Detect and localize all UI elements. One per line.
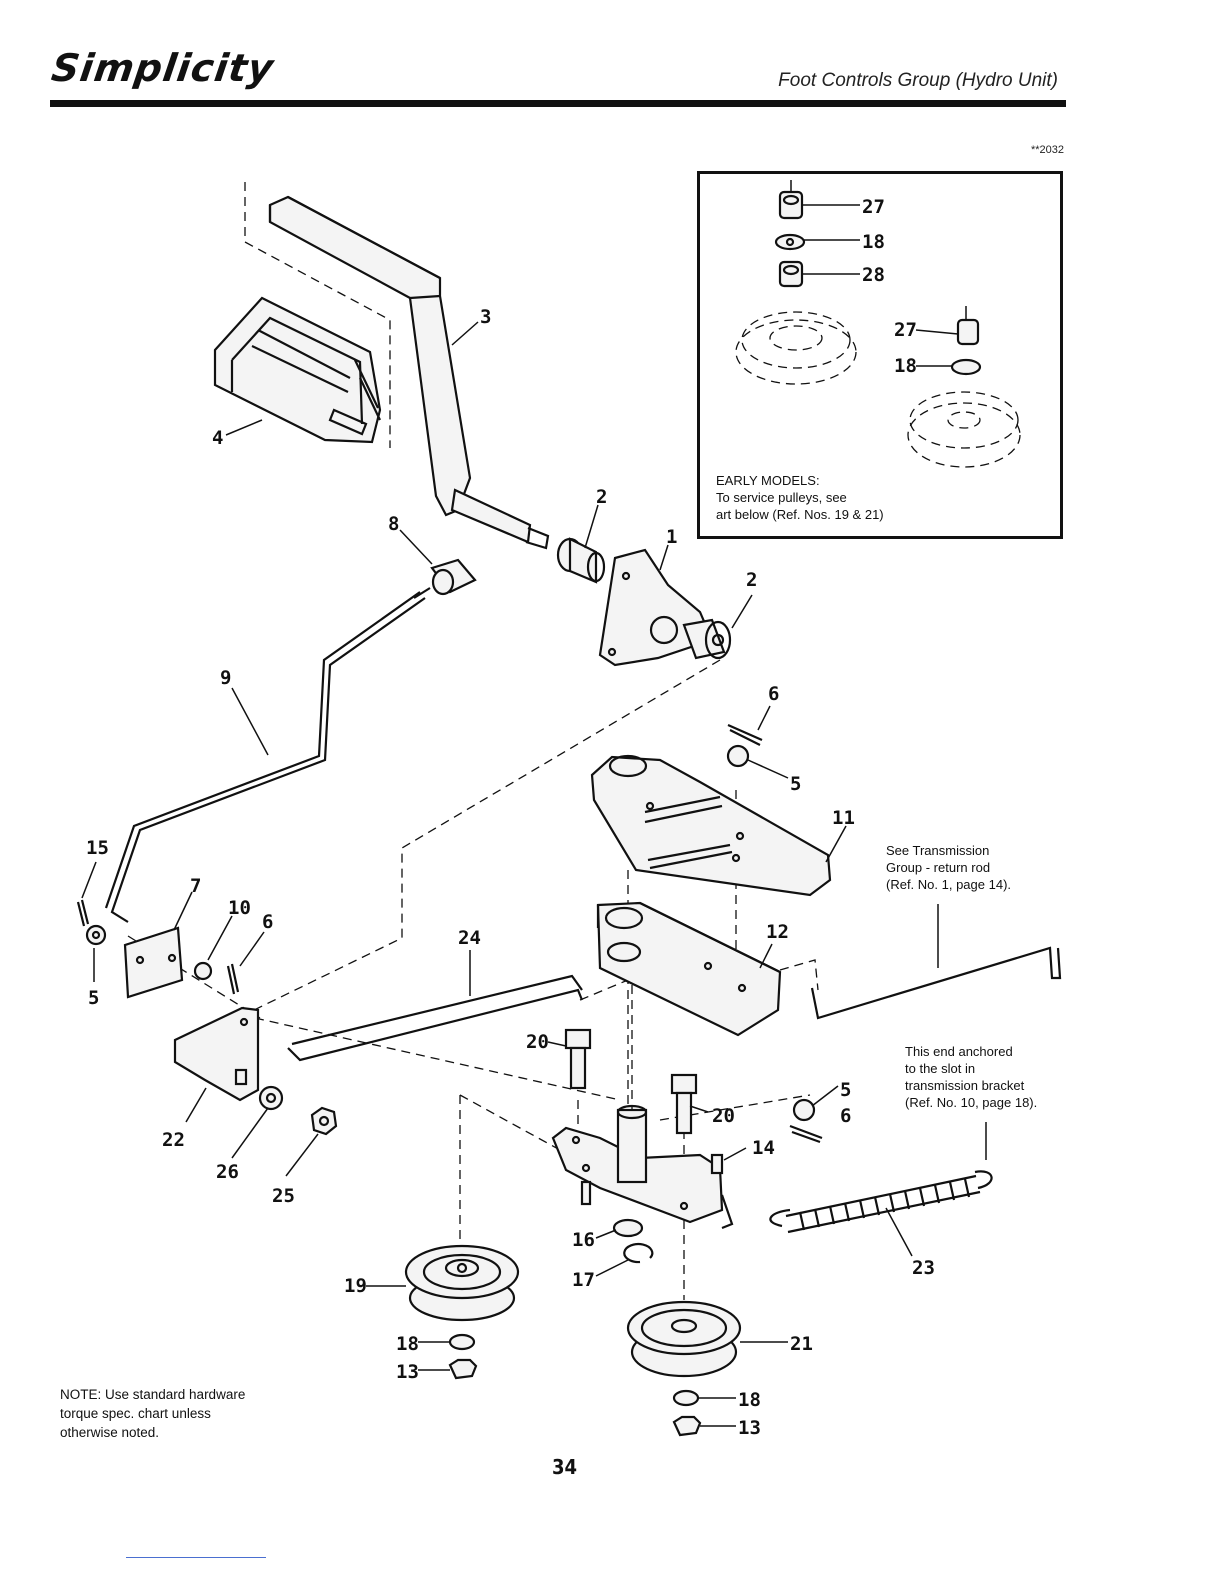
callout-13-left: 13: [396, 1361, 419, 1383]
cotter-pin-part-6-top: [727, 723, 763, 746]
callout-2-lower: 2: [746, 569, 757, 591]
idler-bracket-part-14: [551, 1104, 734, 1230]
washer-part-5-right: [792, 1098, 816, 1122]
inset-parts-drawing: [735, 180, 1021, 468]
pedal-arm-part-3: [268, 195, 550, 550]
transmission-note: See Transmission Group - return rod (Ref…: [886, 842, 1011, 893]
cotter-pin-part-6-left: [226, 963, 240, 995]
knob-part-8: [430, 558, 477, 596]
spring-anchor-note-line-3: transmission bracket: [905, 1078, 1025, 1093]
page-number: 34: [552, 1455, 578, 1479]
link-plate-part-7: [123, 926, 184, 999]
callout-5-left: 5: [88, 987, 99, 1009]
document-code: **2032: [1030, 144, 1064, 156]
callout-20-right: 20: [712, 1105, 735, 1127]
callout-5-right: 5: [840, 1079, 851, 1101]
callout-6-right: 6: [840, 1105, 851, 1127]
cotter-pin-part-15: [76, 899, 90, 927]
bushing-part-2-lower: [682, 618, 732, 660]
bracket-part-22: [173, 1006, 260, 1102]
torque-note-line-1: NOTE: Use standard hardware: [60, 1387, 246, 1402]
callout-3: 3: [480, 306, 491, 328]
footer-link-underline: [126, 1557, 266, 1558]
inset-callout-18-top: 18: [862, 231, 885, 253]
rod-part-24: [287, 974, 584, 1062]
callout-17: 17: [572, 1269, 595, 1291]
torque-note: NOTE: Use standard hardware torque spec.…: [60, 1385, 245, 1442]
nut-part-13-right: [672, 1415, 702, 1437]
foot-pad-part-4: [213, 296, 382, 444]
callout-22: 22: [162, 1129, 185, 1151]
spring-anchor-note-line-1: This end anchored: [905, 1044, 1013, 1059]
callout-6-left: 6: [262, 911, 273, 933]
washer-part-18-left: [448, 1333, 476, 1351]
washer-part-26: [258, 1085, 284, 1111]
header-rule: [50, 100, 1066, 107]
pivot-block-part-12: [596, 901, 782, 1037]
nut-part-13-left: [448, 1358, 478, 1380]
inset-callout-27-top: 27: [862, 196, 885, 218]
callout-18-left: 18: [396, 1333, 419, 1355]
callout-13-right: 13: [738, 1417, 761, 1439]
pulley-part-19: [404, 1244, 520, 1322]
early-models-line-1: To service pulleys, see: [716, 490, 847, 505]
pulley-part-21: [626, 1300, 742, 1378]
callout-25: 25: [272, 1185, 295, 1207]
callout-20-left: 20: [526, 1031, 549, 1053]
bracket-part-11: [590, 754, 832, 897]
bushing-part-2-upper: [556, 537, 606, 584]
spring-anchor-note-line-4: (Ref. No. 10, page 18).: [905, 1095, 1038, 1110]
callout-21: 21: [790, 1333, 813, 1355]
callout-11: 11: [832, 807, 855, 829]
washer-part-18-right: [672, 1389, 700, 1407]
inset-callout-28: 28: [862, 264, 885, 286]
retaining-ring-part-17: [623, 1242, 654, 1264]
leader-lines: [81, 204, 987, 1427]
callout-2-upper: 2: [596, 486, 607, 508]
control-rod-part-9: [104, 587, 431, 923]
callout-5-top: 5: [790, 773, 801, 795]
callout-1: 1: [666, 526, 677, 548]
section-title: Foot Controls Group (Hydro Unit): [778, 70, 1058, 91]
inset-callout-27-right: 27: [894, 319, 917, 341]
nut-part-25: [310, 1106, 338, 1136]
callout-7: 7: [190, 875, 201, 897]
callout-12: 12: [766, 921, 789, 943]
callout-14: 14: [752, 1137, 775, 1159]
torque-note-line-2: torque spec. chart unless: [60, 1406, 211, 1421]
early-models-inset: [697, 171, 1063, 539]
transmission-note-line-2: Group - return rod: [886, 860, 991, 875]
callout-15: 15: [86, 837, 109, 859]
callout-9: 9: [220, 667, 231, 689]
washer-part-5-left: [85, 924, 107, 946]
callout-16: 16: [572, 1229, 595, 1251]
callout-8: 8: [388, 513, 399, 535]
callout-4: 4: [212, 427, 223, 449]
transmission-return-rod: [810, 946, 1062, 1020]
callout-19: 19: [344, 1275, 367, 1297]
callout-26: 26: [216, 1161, 239, 1183]
transmission-note-line-3: (Ref. No. 1, page 14).: [886, 877, 1012, 892]
callout-6-top: 6: [768, 683, 779, 705]
spring-part-23: [769, 1170, 993, 1234]
transmission-note-line-1: See Transmission: [886, 843, 990, 858]
washer-part-10: [193, 961, 213, 981]
callout-10: 10: [228, 897, 251, 919]
spring-anchor-note-line-2: to the slot in: [905, 1061, 976, 1076]
torque-note-line-3: otherwise noted.: [60, 1425, 160, 1440]
inset-callout-18-right: 18: [894, 355, 917, 377]
early-models-heading: EARLY MODELS:: [716, 473, 820, 488]
cotter-pin-part-6-right: [789, 1124, 823, 1144]
washer-part-16: [612, 1218, 644, 1238]
early-models-line-2: art below (Ref. Nos. 19 & 21): [716, 507, 884, 522]
callout-23: 23: [912, 1257, 935, 1279]
early-models-note: EARLY MODELS: To service pulleys, see ar…: [716, 472, 884, 523]
callout-24: 24: [458, 927, 481, 949]
callout-18-right: 18: [738, 1389, 761, 1411]
spring-anchor-note: This end anchored to the slot in transmi…: [905, 1043, 1037, 1111]
bolt-part-20-left: [564, 1028, 592, 1090]
bolt-part-20-right: [670, 1073, 698, 1135]
